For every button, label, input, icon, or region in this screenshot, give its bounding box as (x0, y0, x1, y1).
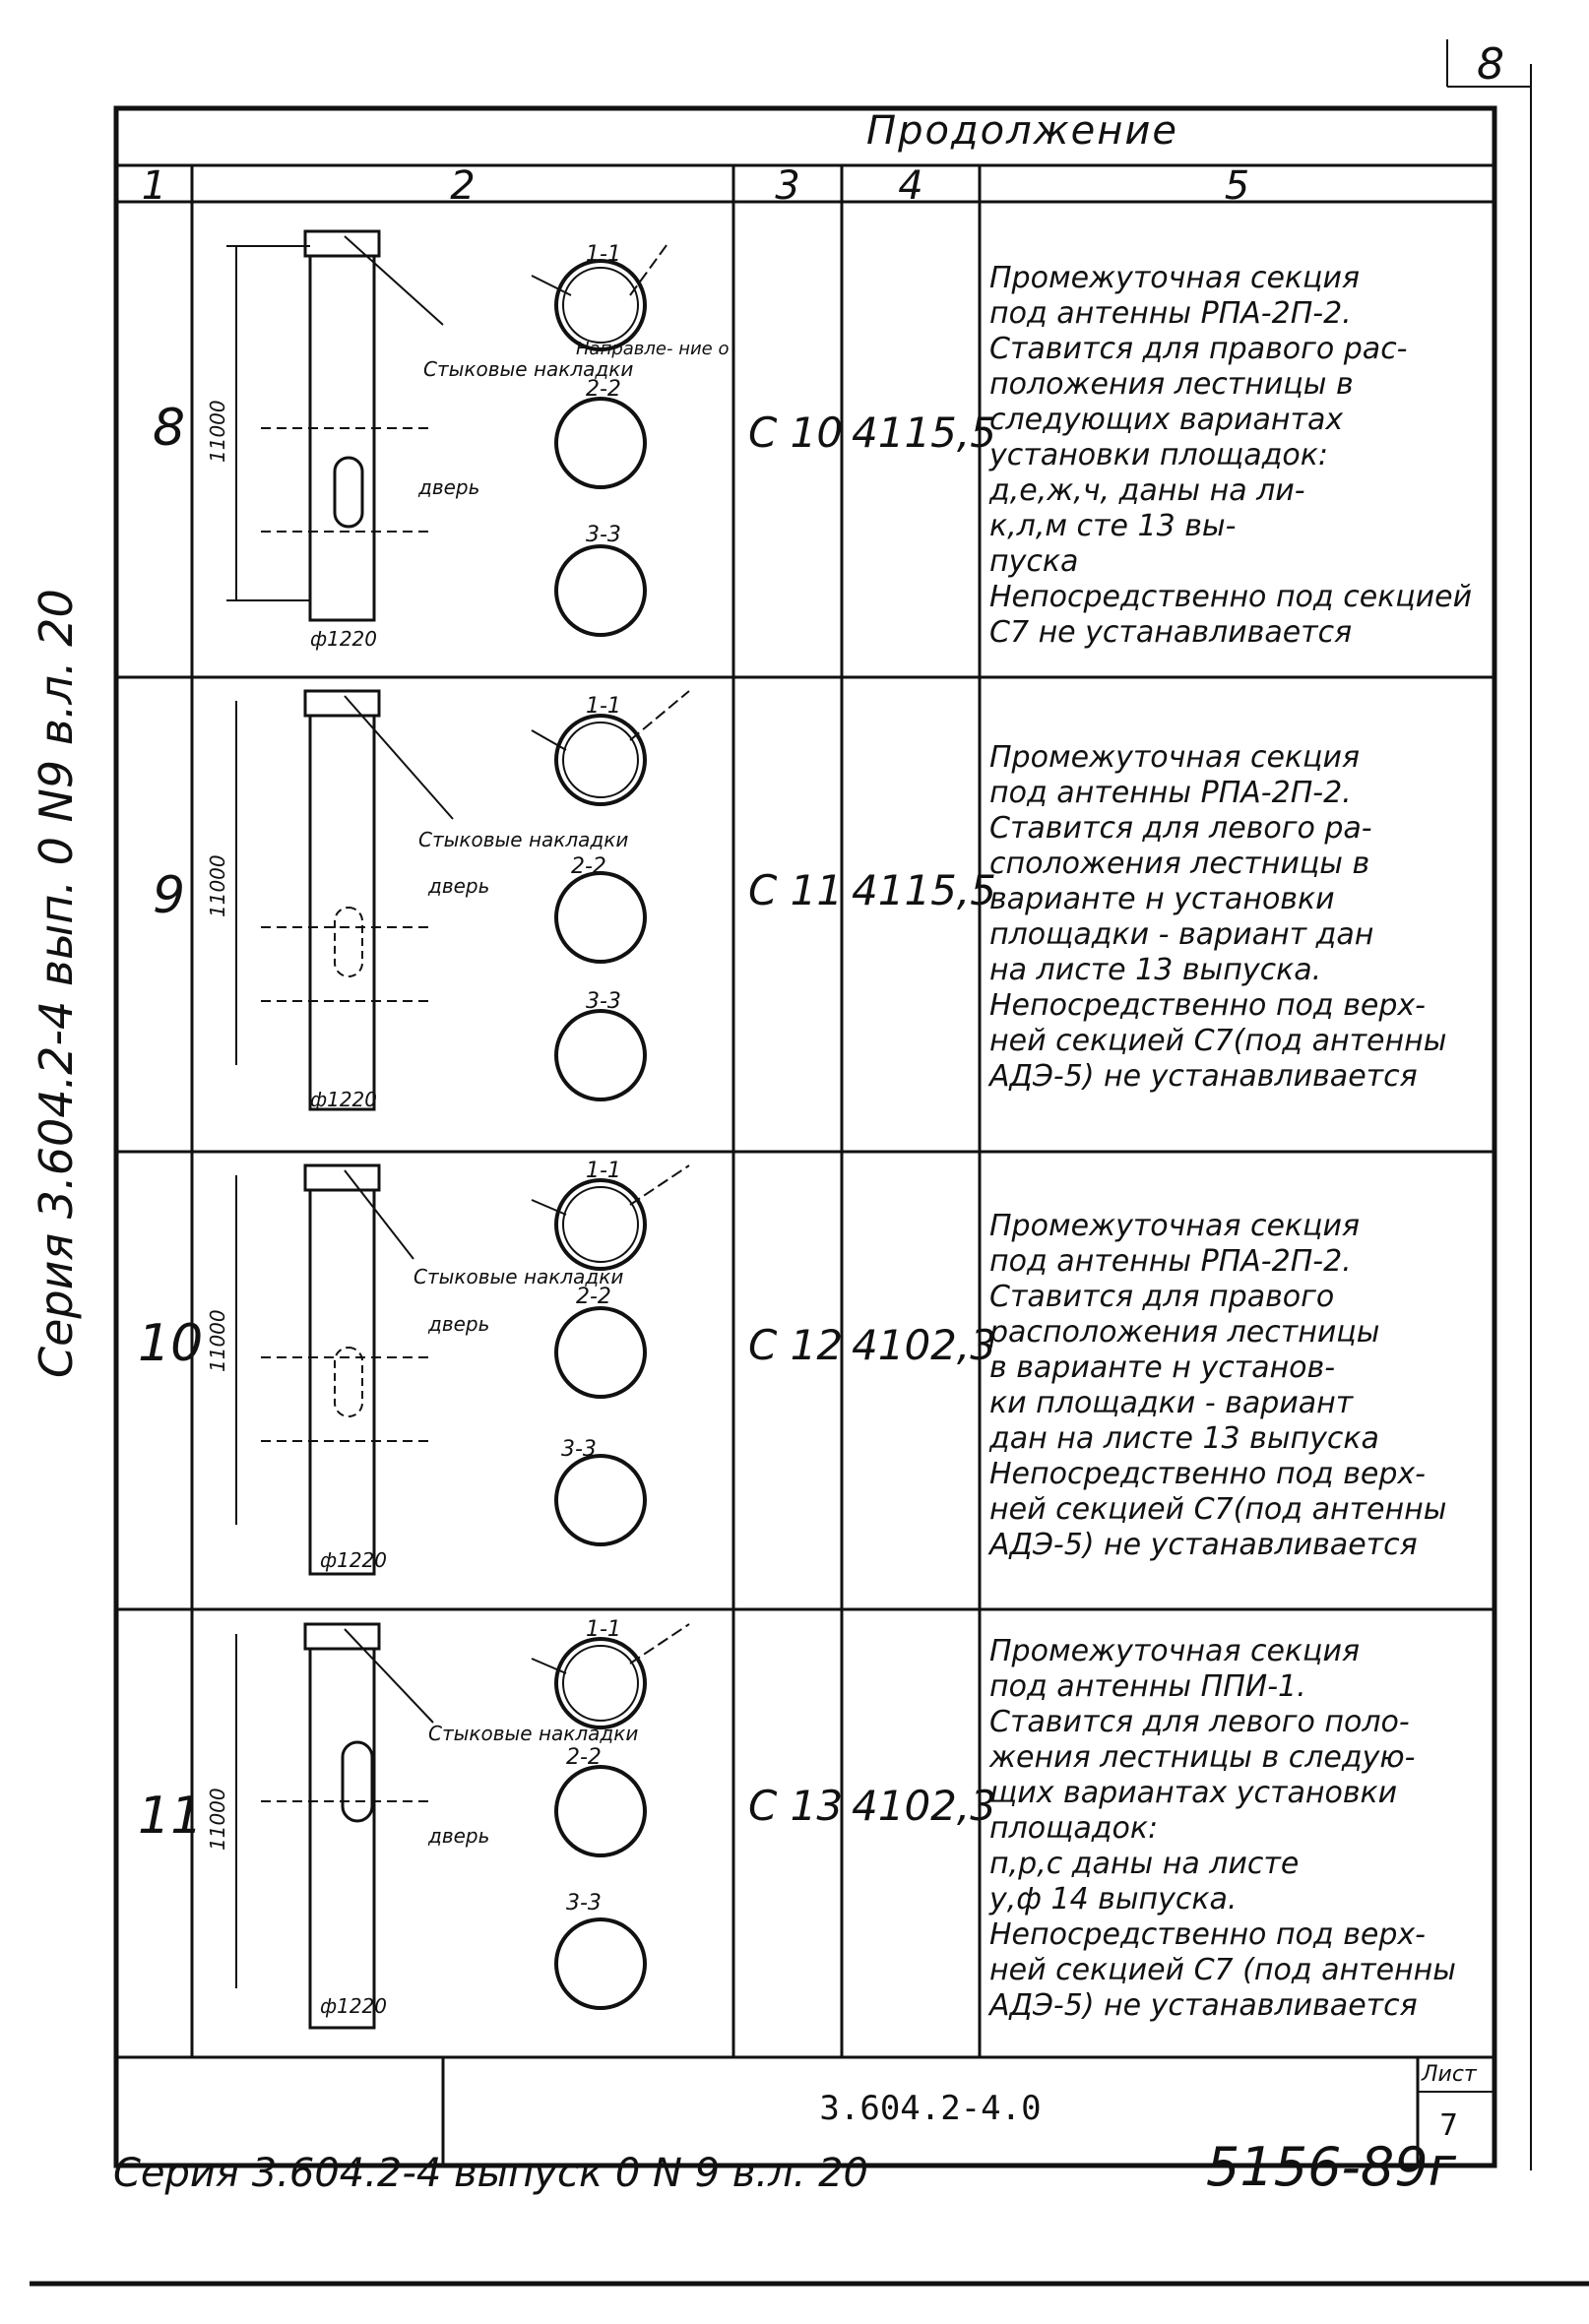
row-number: 9 (153, 866, 186, 925)
section-label-1-1: 1-1 (586, 1159, 621, 1183)
door-label: дверь (417, 475, 479, 499)
section-code: C 11 (748, 866, 844, 914)
column-header-1: 1 (141, 163, 167, 209)
door-label: дверь (427, 1824, 489, 1848)
section-mass: 4115,5 (852, 866, 996, 914)
section-mass: 4115,5 (852, 408, 996, 457)
diameter-dimension: ф1220 (320, 1994, 387, 2018)
section-mass: 4102,3 (852, 1321, 996, 1369)
section-description: Промежуточная секция под антенны РПА-2П-… (989, 261, 1473, 650)
diameter-dimension: ф1220 (310, 1088, 377, 1111)
guide-label: Направле- ние оття- жек (576, 339, 729, 359)
section-drawing: 1-1 2-2 3-3 Стыковые накладки Направле- … (206, 229, 729, 651)
joint-plates-label: Стыковые накладки (423, 357, 633, 381)
height-dimension: 11000 (206, 854, 229, 917)
section-mass: 4102,3 (852, 1782, 996, 1830)
door-label: дверь (427, 1312, 489, 1336)
section-drawing: 1-1 2-2 3-3 Стыковые накладки дверь 1100… (206, 689, 690, 1111)
height-dimension: 11000 (206, 1309, 229, 1372)
section-drawing: 1-1 2-2 3-3 Стыковые накладки дверь 1100… (206, 1159, 690, 1576)
section-description: Промежуточная секция под антенны РПА-2П-… (989, 740, 1447, 1094)
diameter-dimension: ф1220 (320, 1548, 387, 1572)
row-number: 8 (153, 399, 186, 458)
section-label-3-3: 3-3 (561, 1437, 597, 1462)
registration-number: 5156-89г (1206, 2136, 1456, 2198)
section-label-3-3: 3-3 (566, 1891, 602, 1916)
document-code: 3.604.2-4.0 (819, 2089, 1042, 2128)
section-label-3-3: 3-3 (586, 523, 621, 547)
joint-plates-label: Стыковые накладки (418, 828, 628, 851)
side-series-text: Серия 3.604.2-4 вып. 0 N9 в.л. 20 (30, 589, 83, 1378)
section-code: C 13 (748, 1782, 844, 1830)
row-number: 10 (138, 1314, 204, 1373)
sheet-number: 7 (1439, 2108, 1459, 2143)
section-label-1-1: 1-1 (586, 242, 621, 267)
section-label-1-1: 1-1 (586, 694, 621, 719)
section-description: Промежуточная секция под антенны РПА-2П-… (989, 1209, 1447, 1562)
section-label-2-2: 2-2 (576, 1285, 611, 1309)
section-drawing: 1-1 2-2 3-3 Стыковые накладки дверь 1100… (206, 1617, 690, 2030)
section-label-1-1: 1-1 (586, 1617, 621, 1642)
sheet-label: Лист (1422, 2062, 1477, 2087)
column-header-3: 3 (775, 163, 800, 209)
section-label-2-2: 2-2 (566, 1745, 602, 1770)
height-dimension: 11000 (206, 400, 229, 463)
row-number: 11 (138, 1787, 204, 1846)
column-header-4: 4 (898, 163, 923, 209)
page-number: 8 (1477, 39, 1504, 90)
column-header-5: 5 (1224, 163, 1250, 209)
continuation-title: Продолжение (866, 108, 1179, 154)
height-dimension: 11000 (206, 1788, 229, 1851)
diameter-dimension: ф1220 (310, 627, 377, 651)
column-header-2: 2 (450, 163, 476, 209)
section-description: Промежуточная секция под антенны ППИ-1. … (989, 1634, 1456, 2023)
bottom-series-text: Серия 3.604.2-4 выпуск 0 N 9 в.л. 20 (113, 2151, 868, 2196)
section-label-2-2: 2-2 (571, 854, 606, 879)
section-label-2-2: 2-2 (586, 377, 621, 402)
joint-plates-label: Стыковые накладки (413, 1265, 623, 1288)
door-label: дверь (427, 874, 489, 898)
joint-plates-label: Стыковые накладки (428, 1722, 638, 1745)
section-code: C 10 (748, 408, 844, 457)
section-code: C 12 (748, 1321, 844, 1369)
section-label-3-3: 3-3 (586, 989, 621, 1014)
